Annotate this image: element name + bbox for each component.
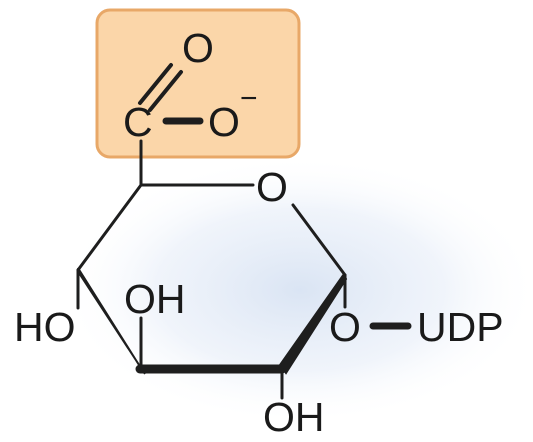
hydroxyl-inner-label: OH — [124, 276, 186, 322]
ring-bond-c5-c4 — [76, 183, 143, 272]
udp-label: UDP — [417, 304, 504, 350]
carboxyl-carbon-label: C — [123, 99, 153, 145]
ring-bond-o-c1 — [291, 203, 347, 277]
carbonyl-oxygen-label: O — [182, 25, 214, 71]
hydroxyl-bottom-label: OH — [263, 394, 325, 440]
negative-charge-label: − — [240, 82, 258, 115]
carbonyl-double-bond-b — [148, 70, 183, 112]
anionic-oxygen-label: O — [208, 99, 240, 145]
hydroxyl-left-label: HO — [14, 304, 76, 350]
glycosidic-oxygen-label: O — [329, 304, 361, 350]
bonds — [76, 63, 412, 400]
carbonyl-double-bond-a — [138, 63, 173, 105]
ring-oxygen-label: O — [256, 164, 288, 210]
carboxylate-highlight-box — [95, 8, 301, 159]
background-glow — [60, 155, 533, 425]
